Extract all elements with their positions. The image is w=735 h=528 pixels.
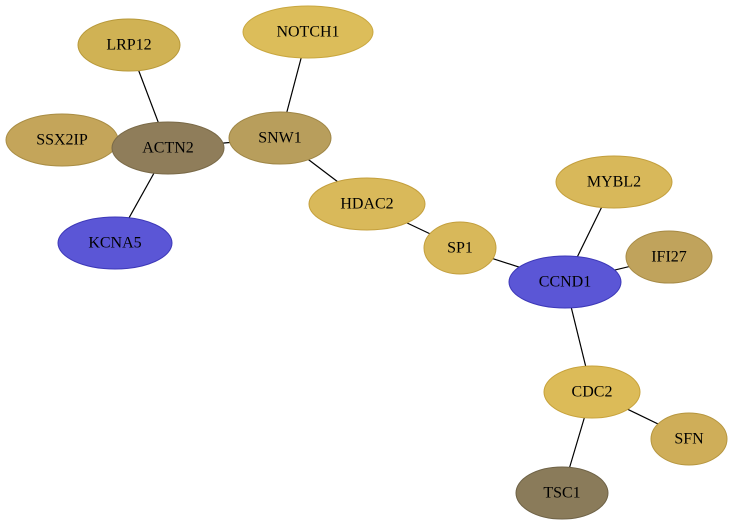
node-label: SSX2IP	[36, 132, 88, 149]
node-label: SFN	[674, 431, 704, 448]
node-tsc1[interactable]: TSC1	[515, 466, 609, 520]
node-sp1[interactable]: SP1	[423, 221, 497, 275]
node-actn2[interactable]: ACTN2	[111, 121, 225, 175]
node-ellipse[interactable]	[423, 221, 497, 275]
node-ellipse[interactable]	[508, 255, 622, 309]
node-ellipse[interactable]	[77, 18, 181, 72]
node-ellipse[interactable]	[543, 365, 641, 419]
node-label: CCND1	[539, 274, 591, 291]
node-ccnd1[interactable]: CCND1	[508, 255, 622, 309]
node-ellipse[interactable]	[111, 121, 225, 175]
node-label: HDAC2	[340, 196, 393, 213]
node-label: MYBL2	[587, 174, 641, 191]
node-cdc2[interactable]: CDC2	[543, 365, 641, 419]
node-lrp12[interactable]: LRP12	[77, 18, 181, 72]
node-ellipse[interactable]	[515, 466, 609, 520]
node-mybl2[interactable]: MYBL2	[555, 155, 673, 209]
node-sfn[interactable]: SFN	[650, 412, 728, 466]
node-hdac2[interactable]: HDAC2	[308, 177, 426, 231]
node-label: CDC2	[572, 384, 613, 401]
node-label: NOTCH1	[276, 24, 339, 41]
node-label: ACTN2	[142, 140, 194, 157]
node-label: SP1	[447, 240, 473, 257]
node-label: LRP12	[106, 37, 151, 54]
node-snw1[interactable]: SNW1	[228, 111, 332, 165]
node-ellipse[interactable]	[650, 412, 728, 466]
node-label: SNW1	[258, 130, 302, 147]
node-ellipse[interactable]	[555, 155, 673, 209]
node-ssx2ip[interactable]: SSX2IP	[5, 113, 119, 167]
node-ellipse[interactable]	[625, 230, 713, 284]
node-notch1[interactable]: NOTCH1	[242, 5, 374, 59]
node-ifi27[interactable]: IFI27	[625, 230, 713, 284]
node-ellipse[interactable]	[228, 111, 332, 165]
node-label: KCNA5	[88, 235, 141, 252]
node-kcna5[interactable]: KCNA5	[57, 216, 173, 270]
node-ellipse[interactable]	[308, 177, 426, 231]
node-label: TSC1	[543, 485, 580, 502]
node-label: IFI27	[651, 249, 687, 266]
node-ellipse[interactable]	[57, 216, 173, 270]
node-ellipse[interactable]	[242, 5, 374, 59]
